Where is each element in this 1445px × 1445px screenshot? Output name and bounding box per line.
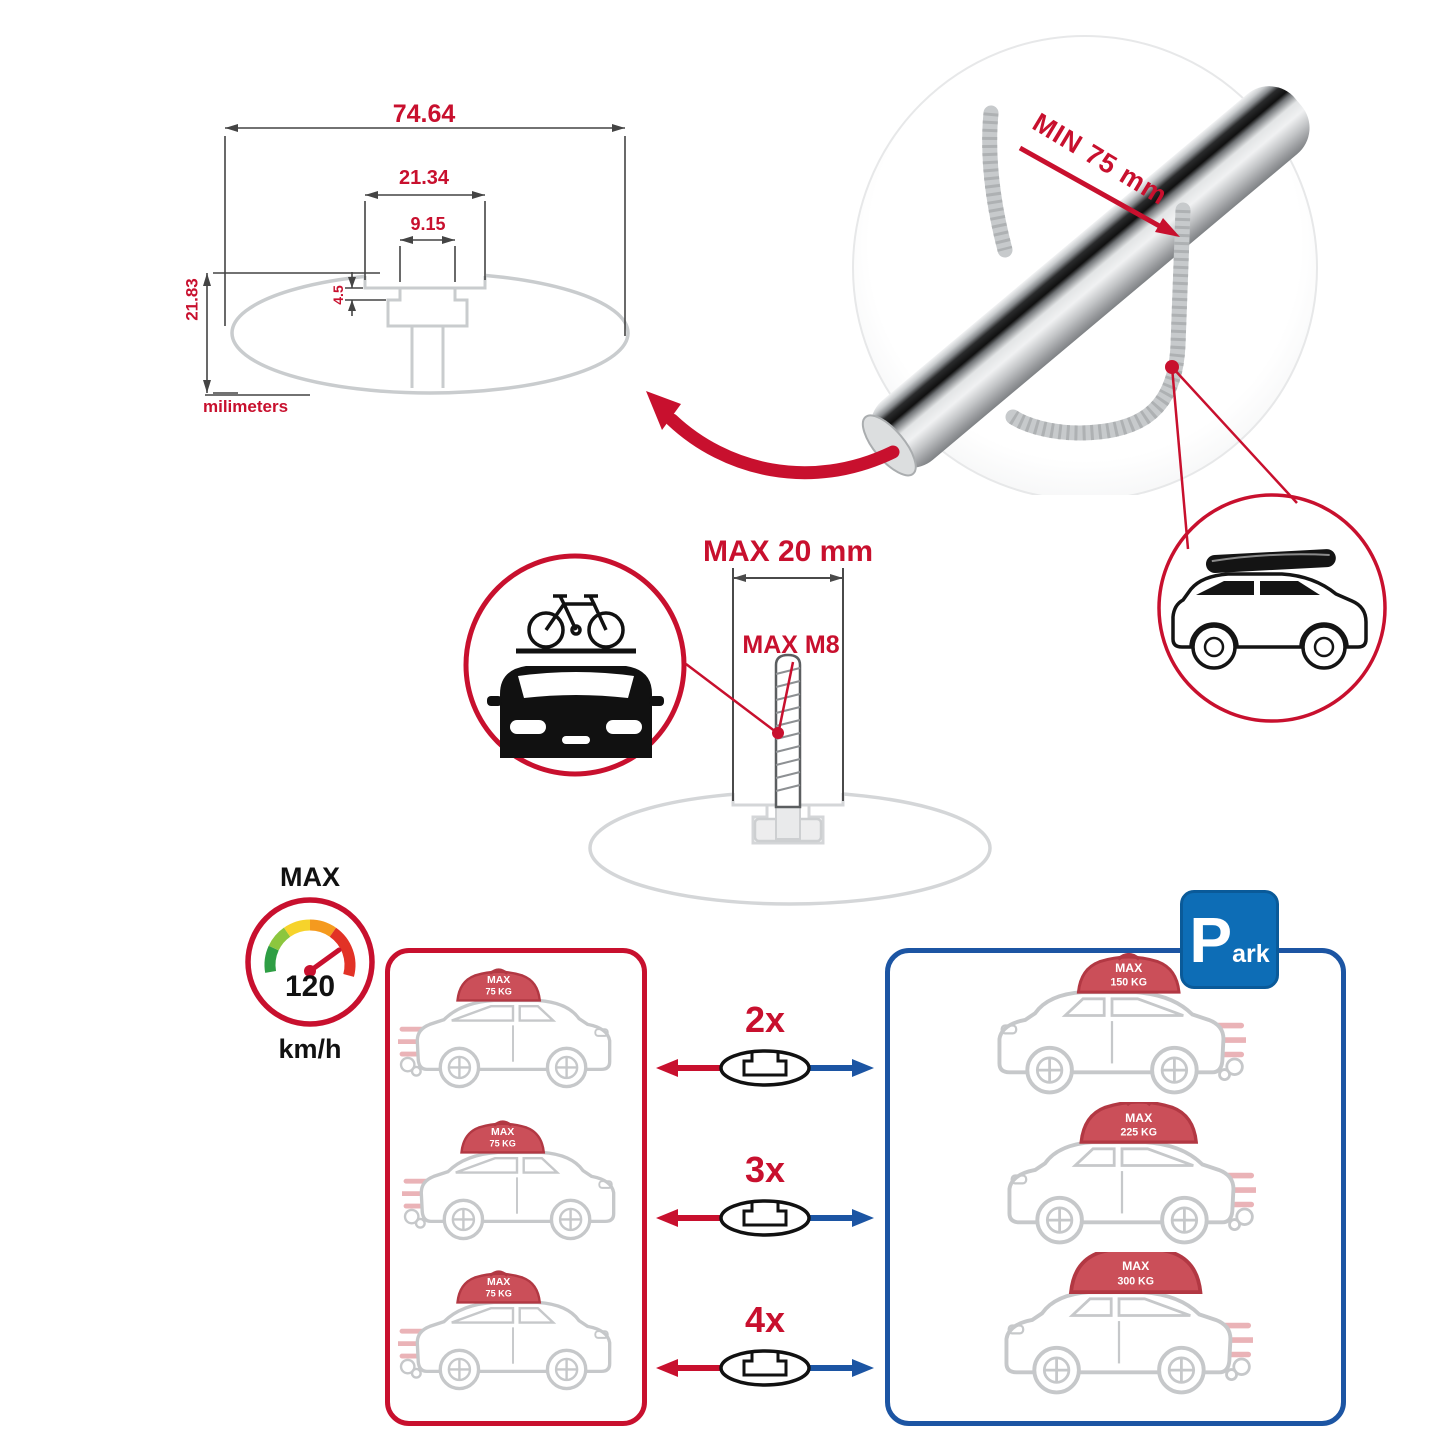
min-clearance-arrow [1018, 145, 1165, 231]
roof-box-icon [1205, 549, 1336, 573]
mounting-hook-rear-icon [982, 105, 1013, 258]
crossbar-section-channel [742, 1202, 788, 1227]
multiplier-row-1 [656, 1049, 874, 1087]
cargo-max-label: MAX [1122, 1259, 1150, 1273]
cargo-kg-label: 150 KG [1110, 976, 1146, 988]
park-sign-letter: P [1189, 903, 1233, 976]
crossbar-section-icon [719, 1049, 811, 1087]
cargo-max-label: MAX [487, 1276, 510, 1288]
dim-channel-inner-label: 9.15 [410, 214, 446, 234]
dimension-arrowheads [203, 124, 625, 393]
multiplier-1-label: 2x [744, 999, 786, 1040]
crossbar-section-channel [742, 1352, 788, 1377]
suv-window [1196, 581, 1254, 595]
suv-roofbox-circle [1157, 493, 1387, 723]
dimension-lines [205, 127, 626, 396]
car-front-icon [487, 666, 664, 758]
multiplier-row-3 [656, 1349, 874, 1387]
max-thread-label: MAX M8 [742, 631, 840, 659]
dim-channel-outer-label: 21.34 [398, 167, 450, 189]
gauge-arc [264, 919, 356, 977]
guide-arrowhead [733, 574, 746, 582]
blue-arrowhead [852, 1209, 874, 1227]
cargo-kg-label: 225 KG [1120, 1126, 1156, 1138]
max-depth-label: MAX 20 mm [702, 535, 874, 568]
guide-arrowhead [830, 574, 843, 582]
min-clearance-arrowhead [1155, 218, 1180, 237]
car-left-1: MAX 75 KG [398, 968, 628, 1100]
multiplier-2-label: 3x [744, 1149, 786, 1190]
blue-arrowhead [852, 1059, 874, 1077]
bike-car-circle [463, 553, 687, 777]
dim-step-depth-label: 4.5 [330, 285, 346, 305]
multiplier-row-2 [656, 1199, 874, 1237]
cargo-kg-label: 75 KG [486, 987, 512, 997]
crossbar-detail-circle [852, 35, 1318, 495]
cargo-kg-label: 75 KG [486, 1289, 512, 1299]
gauge-border [245, 897, 375, 1027]
park-sign-suffix: ark [1232, 940, 1270, 968]
crossbar-section-channel [742, 1052, 788, 1077]
red-arrowhead [656, 1059, 678, 1077]
bolt-stud-icon [774, 653, 802, 809]
multiplier-3-label: 4x [744, 1299, 786, 1340]
gauge-needle-icon [304, 947, 342, 977]
red-arrowhead [656, 1209, 678, 1227]
speed-unit-label: km/h [278, 1034, 342, 1064]
dim-total-height-label: 21.83 [182, 278, 202, 321]
crossbar-section-icon [719, 1199, 811, 1237]
cargo-max-label: MAX [487, 974, 510, 986]
cargo-max-label: MAX [491, 1126, 514, 1138]
car-right-2: MAX 225 KG [988, 1102, 1256, 1258]
cargo-max-label: MAX [1125, 1111, 1153, 1125]
car-left-2: MAX 75 KG [402, 1120, 632, 1252]
bolt-hidden-part [775, 804, 801, 840]
car-left-3: MAX 75 KG [398, 1270, 628, 1402]
dim-total-width-label: 74.64 [392, 100, 456, 128]
car-right-3: MAX 300 KG [985, 1252, 1253, 1408]
speed-value-label: 120 [284, 970, 336, 1003]
speed-max-label: MAX [280, 862, 340, 892]
blue-arrowhead [852, 1359, 874, 1377]
park-sign: P ark [1180, 890, 1279, 989]
profile-channel-lines [363, 276, 487, 388]
car-right-1: MAX 150 KG [978, 952, 1246, 1108]
red-arrowhead [656, 1359, 678, 1377]
bicycle-icon [527, 594, 625, 649]
speed-limit-gauge [245, 897, 375, 1027]
unit-label: milimeters [203, 397, 289, 416]
crossbar-section-icon [719, 1349, 811, 1387]
cargo-kg-label: 75 KG [490, 1139, 516, 1149]
cargo-kg-label: 300 KG [1117, 1275, 1153, 1287]
suv-wheels [1191, 624, 1347, 670]
cargo-max-label: MAX [1115, 961, 1143, 975]
profile-technical-drawing [203, 124, 630, 396]
suv-window [1260, 581, 1320, 595]
